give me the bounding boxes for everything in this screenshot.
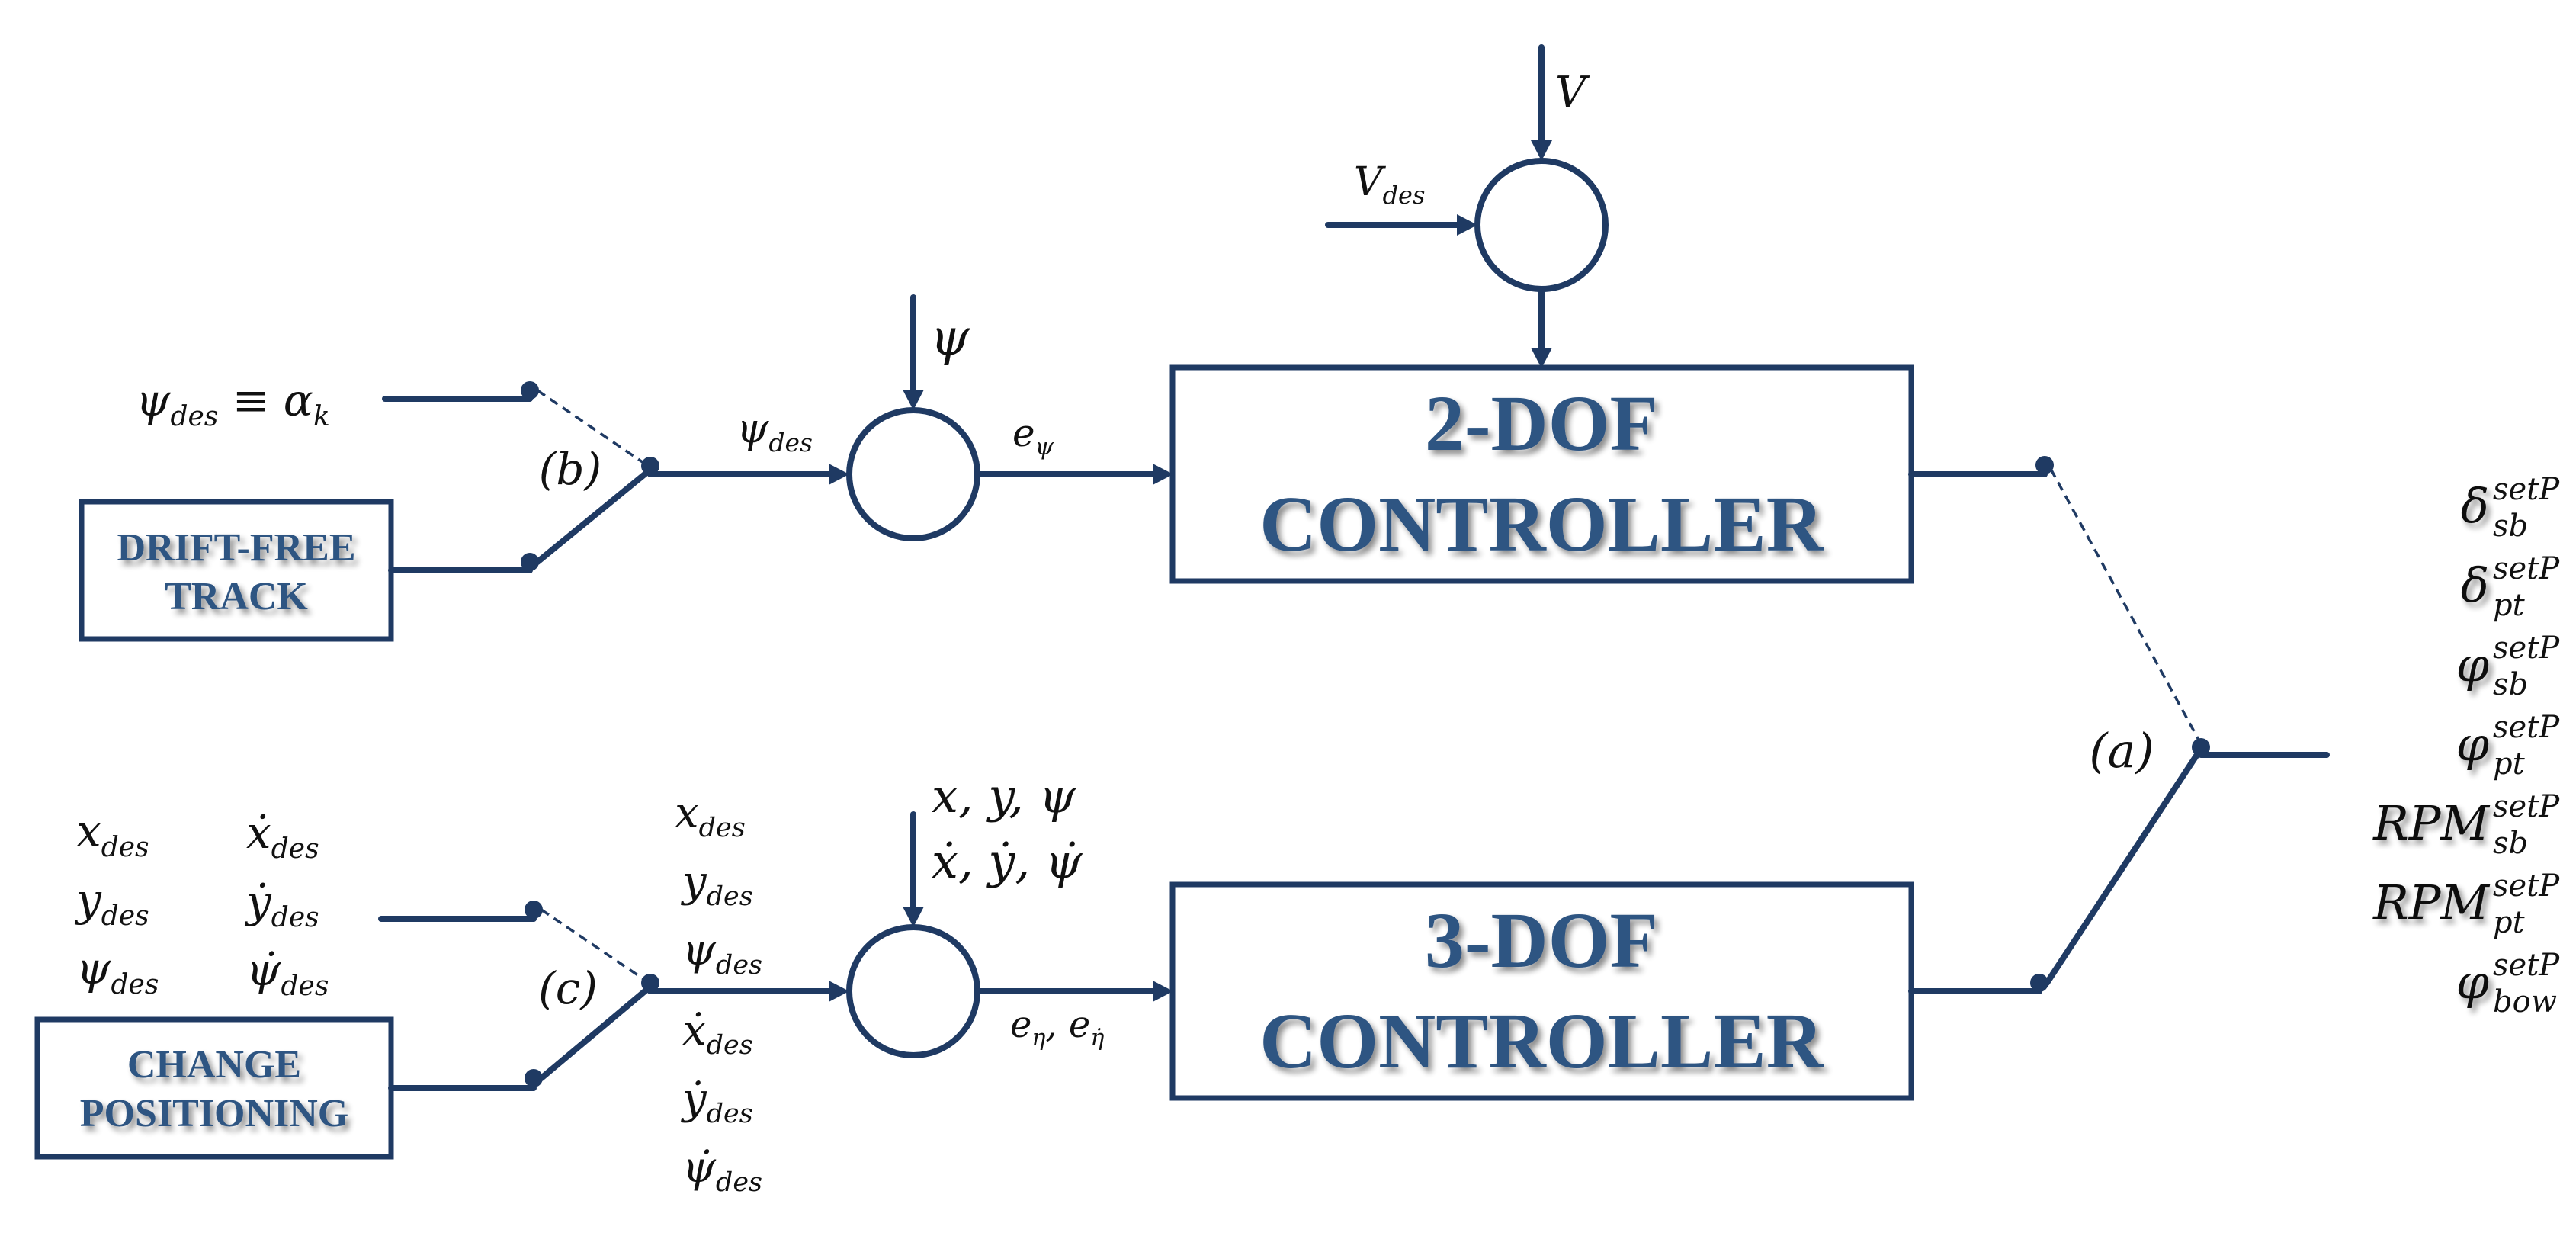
change-positioning-line2: POSITIONING xyxy=(80,1092,349,1135)
output-superscript-6: setP xyxy=(2493,948,2560,983)
left-vel-1: ẏdes​ xyxy=(244,875,319,933)
psi-des-text: ψdes​ xyxy=(736,404,813,457)
switch-a-blade xyxy=(2044,748,2202,986)
v-des-arrowhead xyxy=(1457,214,1477,236)
output-subscript-2: sb xyxy=(2493,667,2528,702)
e-eta-text: eη, eη̇​ xyxy=(1010,1003,1104,1051)
controller-2dof-box xyxy=(1169,364,1914,584)
speed-sum-junction xyxy=(1474,158,1609,292)
label-e-eta: eη, eη̇​ xyxy=(1010,1003,1104,1051)
output-setpoint-5: RPM xyxy=(2372,875,2490,930)
left-pos-2: ψdes​ xyxy=(76,942,159,1000)
mid-desired-column: xdes​ ydes​ ψdes​ ẋdes​ ẏdes​ ψ̇des​ xyxy=(675,788,762,1198)
label-v: V xyxy=(1555,68,1590,117)
output-subscript-5: pt xyxy=(2493,905,2526,940)
left-pos-0: xdes​ xyxy=(76,805,149,863)
switch-b-pivot-node xyxy=(641,457,659,475)
switch-c-label: (c) xyxy=(538,962,598,1014)
controller-3dof-box xyxy=(1169,881,1914,1101)
mid-col-4: ẏdes​ xyxy=(680,1074,753,1129)
output-setpoint-1: δ xyxy=(2461,557,2489,613)
drift-free-track-box xyxy=(79,499,394,642)
e-psi-arrowhead xyxy=(1153,464,1173,485)
drift-free-line1: DRIFT-FREE xyxy=(117,526,355,570)
output-superscript-3: setP xyxy=(2493,710,2560,745)
switch-a-dashed-link xyxy=(2049,468,2201,742)
switch-b-upper-node xyxy=(521,381,539,400)
switch-b-label: (b) xyxy=(539,443,601,495)
output-setpoint-2: φ xyxy=(2456,637,2490,692)
v-des-text: Vdes​ xyxy=(1354,159,1425,210)
left-desired-columns: xdes​ ydes​ ψdes​ ẋdes​ ẏdes​ ψ̇des​ xyxy=(74,805,329,1002)
output-setpoint-0: δ xyxy=(2461,478,2489,534)
switch-b-lower-node xyxy=(521,553,539,571)
switch-c-upper-node xyxy=(525,901,543,919)
switch-a-label: (a) xyxy=(2089,723,2154,779)
switch-a-upper-node xyxy=(2035,456,2054,474)
label-state-feedback: x, y, ψ ẋ, ẏ, ψ̇ xyxy=(932,768,1083,889)
state-feedback-line-0: x, y, ψ xyxy=(932,768,1077,823)
switch-c-blade xyxy=(538,984,653,1081)
e-eta-arrowhead xyxy=(1153,981,1173,1002)
drift-free-line2: TRACK xyxy=(165,575,308,618)
output-superscript-5: setP xyxy=(2493,868,2560,904)
change-positioning-box xyxy=(34,1016,394,1160)
output-setpoint-4: RPM xyxy=(2372,795,2490,851)
state-feedback-line-1: ẋ, ẏ, ψ̇ xyxy=(932,833,1083,889)
v-text: V xyxy=(1555,68,1590,117)
heading-sum-junction xyxy=(846,407,980,541)
switch-b-blade xyxy=(534,467,653,565)
output-setpoint-3: φ xyxy=(2456,716,2490,772)
psi-des-alpha-text: ψdes​ ≡ αk​ xyxy=(136,374,330,432)
speed-to-ctrl2-arrowhead xyxy=(1531,348,1552,368)
mid-col-3: ẋdes​ xyxy=(682,1006,753,1061)
left-vel-0: ẋdes​ xyxy=(246,807,319,865)
ctrl2-subtitle: CONTROLLER xyxy=(1259,480,1825,568)
switch-c-lower-node xyxy=(525,1069,543,1087)
ctrl2-title: 2-DOF xyxy=(1425,380,1658,467)
mid-col-1: ydes​ xyxy=(680,857,753,912)
switch-c-dashed-link xyxy=(541,908,649,984)
switch-b-dashed-link xyxy=(537,389,649,467)
output-superscript-4: setP xyxy=(2493,789,2560,824)
desired-pose-arrowhead xyxy=(829,981,849,1002)
label-e-psi: eψ​ xyxy=(1012,411,1054,461)
v-feedback-arrowhead xyxy=(1531,140,1552,161)
output-superscript-2: setP xyxy=(2493,631,2560,666)
switch-a-lower-node xyxy=(2030,974,2048,992)
psi-des-arrowhead xyxy=(829,464,849,485)
mid-col-0: xdes​ xyxy=(675,788,746,843)
output-subscript-3: pt xyxy=(2493,746,2526,782)
label-psi-des-alpha: ψdes​ ≡ αk​ xyxy=(136,374,330,432)
label-v-des: Vdes​ xyxy=(1354,159,1425,210)
ctrl3-title: 3-DOF xyxy=(1425,897,1658,984)
left-vel-2: ψ̇des​ xyxy=(246,944,329,1002)
switch-c-pivot-node xyxy=(641,974,659,992)
e-psi-text: eψ​ xyxy=(1012,411,1054,461)
state-feedback-arrowhead xyxy=(903,907,924,927)
psi-feedback-arrowhead xyxy=(903,390,924,410)
mid-col-5: ψ̇des​ xyxy=(682,1143,762,1198)
output-subscript-4: sb xyxy=(2493,826,2528,861)
output-subscript-6: bow xyxy=(2493,984,2557,1019)
mid-col-2: ψdes​ xyxy=(682,926,762,981)
label-psi: ψ xyxy=(930,308,970,367)
output-superscript-1: setP xyxy=(2493,551,2560,586)
label-psi-des: ψdes​ xyxy=(736,404,813,457)
output-superscript-0: setP xyxy=(2493,472,2560,507)
psi-text: ψ xyxy=(930,308,970,367)
output-setpoint-6: φ xyxy=(2456,954,2490,1010)
ctrl3-subtitle: CONTROLLER xyxy=(1259,997,1825,1085)
change-positioning-line1: CHANGE xyxy=(127,1043,301,1087)
output-subscript-0: sb xyxy=(2493,509,2528,544)
output-subscript-1: pt xyxy=(2493,588,2526,623)
position-sum-junction xyxy=(846,924,980,1058)
left-pos-1: ydes​ xyxy=(74,874,149,932)
